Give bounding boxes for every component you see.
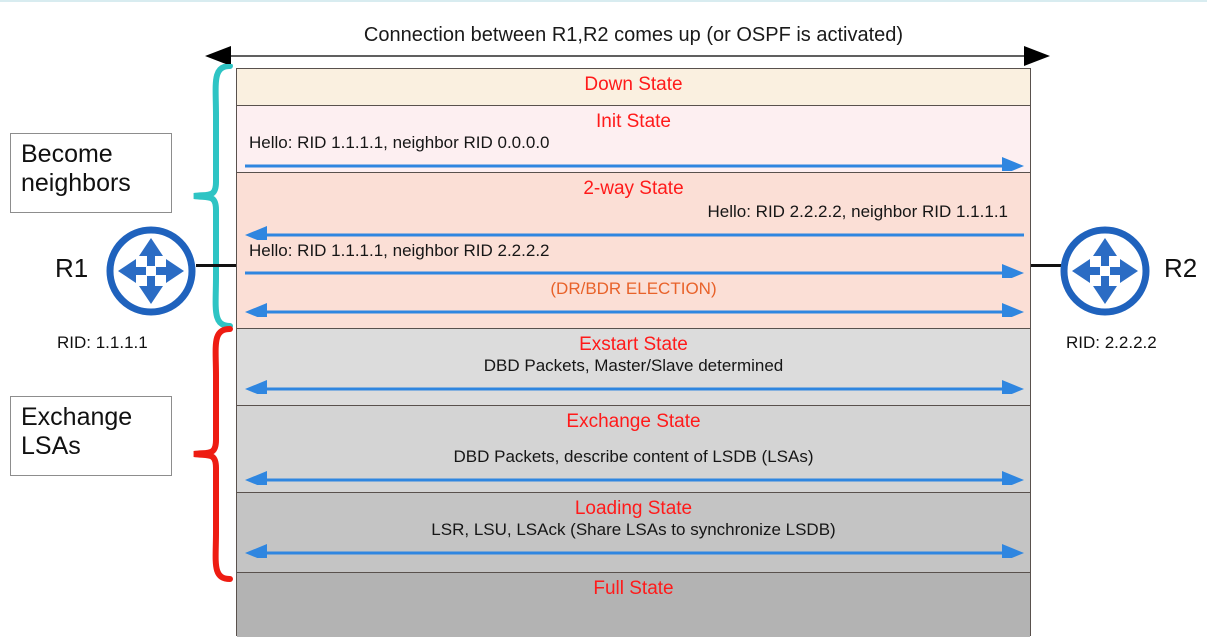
brace-become-neighbors (190, 63, 234, 329)
state-title-full: Full State (593, 578, 674, 599)
callout-become-neighbors: Become neighbors (10, 133, 172, 213)
router-rid-r2: RID: 2.2.2.2 (1066, 333, 1157, 352)
state-message-arrow-exchange-0 (245, 467, 1024, 489)
state-message-two-way-0: Hello: RID 2.2.2.2, neighbor RID 1.1.1.1 (237, 201, 1030, 244)
state-band-full: Full State (237, 573, 1030, 637)
state-message-text-two-way-2: (DR/BDR ELECTION) (550, 279, 717, 299)
state-message-arrow-two-way-0 (245, 222, 1024, 244)
state-message-text-exstart-0: DBD Packets, Master/Slave determined (483, 355, 784, 375)
state-message-arrow-exstart-0 (245, 376, 1024, 398)
state-message-init-0: Hello: RID 1.1.1.1, neighbor RID 0.0.0.0 (237, 132, 1030, 175)
state-message-text-exchange-0: DBD Packets, describe content of LSDB (L… (453, 446, 814, 466)
link-line-left (196, 264, 238, 267)
state-message-text-two-way-0: Hello: RID 2.2.2.2, neighbor RID 1.1.1.1 (707, 201, 1009, 221)
state-message-text-loading-0: LSR, LSU, LSAck (Share LSAs to synchroni… (431, 519, 836, 539)
router-icon-r2 (1059, 225, 1151, 317)
state-title-two-way: 2-way State (583, 178, 684, 199)
state-title-exstart: Exstart State (579, 334, 688, 355)
callout-exchange-lsas: Exchange LSAs (10, 396, 172, 476)
state-title-down: Down State (584, 74, 683, 95)
router-icon-r1 (105, 225, 197, 317)
router-rid-r1: RID: 1.1.1.1 (57, 333, 148, 352)
state-title-loading: Loading State (574, 498, 693, 519)
timeline-span-arrow (205, 45, 1050, 67)
state-title-init: Init State (596, 111, 671, 132)
state-message-text-two-way-1: Hello: RID 1.1.1.1, neighbor RID 2.2.2.2 (249, 240, 550, 260)
state-title-exchange: Exchange State (566, 411, 701, 432)
router-label-r1: R1 (55, 253, 89, 283)
state-message-two-way-2: (DR/BDR ELECTION) (237, 279, 1030, 321)
state-message-two-way-1: Hello: RID 1.1.1.1, neighbor RID 2.2.2.2 (237, 240, 1030, 283)
router-label-r2: R2 (1164, 253, 1198, 283)
state-message-arrow-two-way-1 (245, 260, 1024, 283)
headline-text: Connection between R1,R2 comes up (or OS… (363, 24, 904, 46)
link-line-right (1029, 264, 1063, 267)
state-band-down: Down State (237, 69, 1030, 106)
state-message-arrow-two-way-2 (245, 299, 1024, 321)
state-message-arrow-loading-0 (245, 540, 1024, 562)
state-message-exstart-0: DBD Packets, Master/Slave determined (237, 355, 1030, 398)
state-message-exchange-0: DBD Packets, describe content of LSDB (L… (237, 446, 1030, 489)
state-message-text-init-0: Hello: RID 1.1.1.1, neighbor RID 0.0.0.0 (249, 132, 550, 152)
top-border-rule (0, 0, 1207, 2)
state-message-loading-0: LSR, LSU, LSAck (Share LSAs to synchroni… (237, 519, 1030, 562)
brace-exchange-lsas (190, 326, 234, 582)
state-message-arrow-init-0 (245, 153, 1024, 175)
